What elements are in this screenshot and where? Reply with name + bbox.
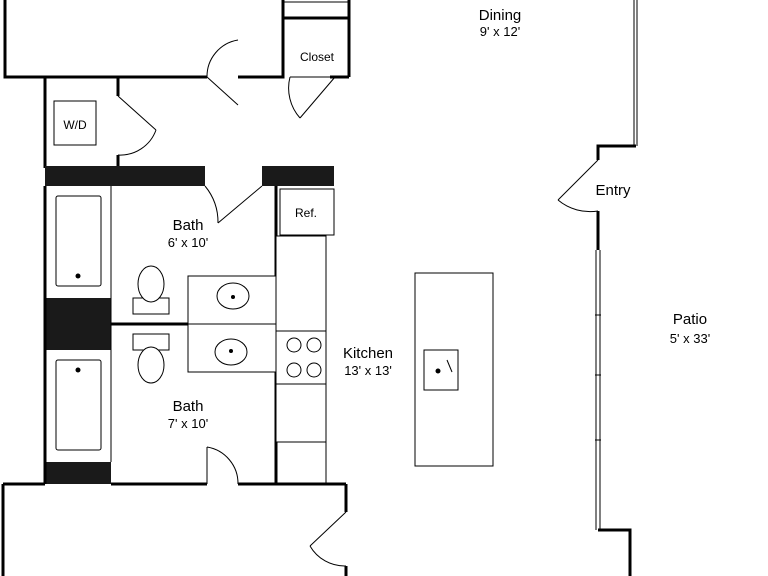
kitchen-counters xyxy=(275,188,335,484)
entry-door xyxy=(557,159,599,213)
refrigerator-label: Ref. xyxy=(295,206,317,220)
kitchen-size: 13' x 13' xyxy=(344,363,392,378)
solid-walls xyxy=(45,166,334,484)
bath-door-lower xyxy=(206,446,239,485)
bath-door-upper xyxy=(204,185,263,224)
bathtub-upper xyxy=(55,195,102,287)
closet-label: Closet xyxy=(300,50,335,64)
laundry-area xyxy=(43,77,157,168)
bath-upper-size: 6' x 10' xyxy=(168,235,208,250)
vanity-upper xyxy=(187,275,277,325)
toilet-upper xyxy=(132,265,170,315)
exterior-walls-right xyxy=(595,0,638,576)
closet-door xyxy=(288,76,336,119)
patio-label: Patio xyxy=(673,311,707,328)
toilet-lower xyxy=(132,333,170,384)
bathtub-lower xyxy=(55,359,102,451)
laundry-label: W/D xyxy=(63,118,87,132)
entry-label: Entry xyxy=(595,182,631,199)
refrigerator xyxy=(279,188,335,236)
stove xyxy=(286,337,322,378)
patio-size: 5' x 33' xyxy=(670,331,710,346)
bath-lower-label: Bath xyxy=(173,398,204,415)
upper-left-walls xyxy=(3,0,351,79)
bath-lower-size: 7' x 10' xyxy=(168,416,208,431)
vanity-lower xyxy=(187,323,277,373)
dining-size: 9' x 12' xyxy=(480,24,520,39)
washer-dryer-unit xyxy=(53,100,97,146)
dining-label: Dining xyxy=(479,7,522,24)
bedroom-door-upper xyxy=(206,39,239,106)
kitchen-island xyxy=(414,272,494,467)
bath-upper-label: Bath xyxy=(173,217,204,234)
kitchen-label: Kitchen xyxy=(343,345,393,362)
lower-left-walls xyxy=(1,482,348,576)
